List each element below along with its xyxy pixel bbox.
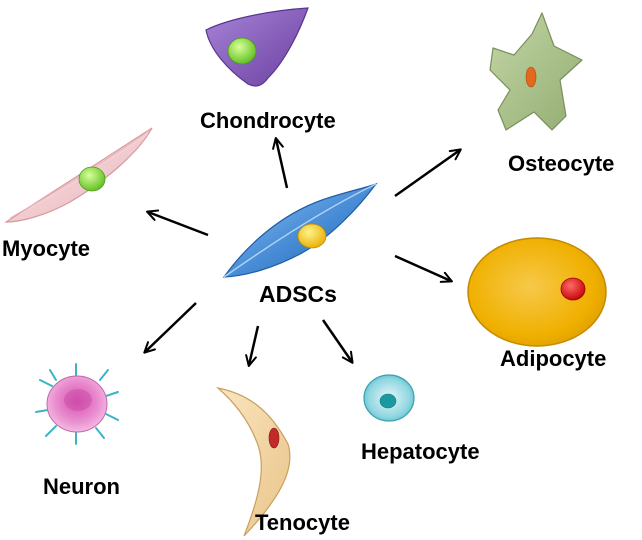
- arrow-to-osteocyte: [394, 148, 462, 198]
- hepatocyte-label: Hepatocyte: [361, 439, 480, 464]
- adipocyte-cell-icon: [467, 237, 607, 347]
- chondrocyte-cell-icon: [205, 7, 309, 87]
- arrow-to-neuron: [143, 302, 197, 354]
- tenocyte-cell-icon: [215, 386, 291, 537]
- myocyte-cell-icon: [3, 127, 153, 223]
- myocyte-label: Myocyte: [2, 236, 91, 261]
- neuron-label: Neuron: [43, 474, 120, 499]
- arrow-to-myocyte: [146, 209, 209, 237]
- hepatocyte-cell-icon: [363, 374, 415, 422]
- arrows: [143, 137, 462, 367]
- adsc-cell-icon: [222, 182, 378, 278]
- osteocyte-label: Osteocyte: [508, 151, 615, 176]
- tenocyte-label: Tenocyte: [255, 510, 350, 535]
- neuron-cell-icon: [35, 363, 119, 445]
- arrow-to-adipocyte: [394, 254, 453, 283]
- adipocyte-label: Adipocyte: [500, 346, 607, 371]
- arrow-to-chondrocyte: [272, 137, 289, 189]
- osteocyte-cell-icon: [489, 12, 583, 131]
- chondrocyte-label: Chondrocyte: [200, 108, 336, 133]
- arrow-to-hepatocyte: [321, 319, 354, 364]
- adsc-label: ADSCs: [259, 281, 337, 307]
- arrow-to-tenocyte: [245, 325, 260, 367]
